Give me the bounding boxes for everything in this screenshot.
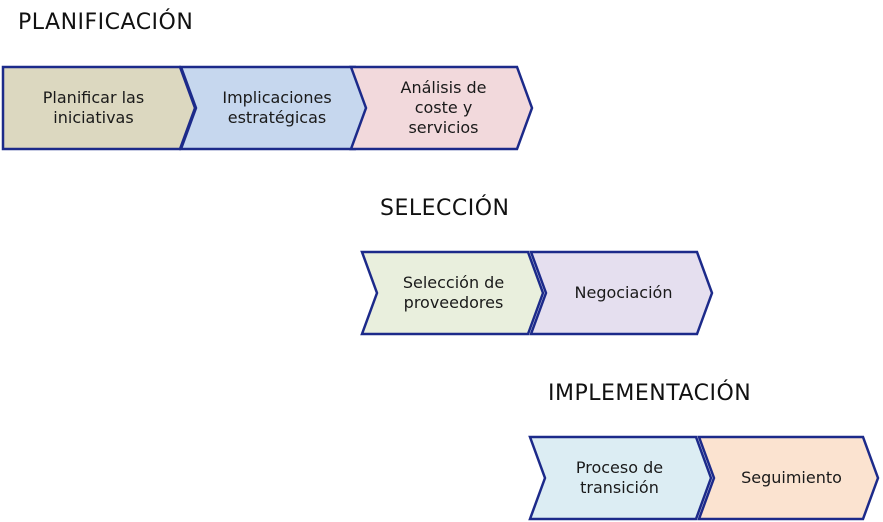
- step-analisis-coste-servicios: Análisis de coste y servicios: [349, 65, 535, 151]
- step-label: Implicaciones estratégicas: [222, 88, 332, 127]
- phase-heading-implementacion: IMPLEMENTACIÓN: [548, 381, 752, 406]
- step-label: Seguimiento: [741, 468, 842, 487]
- chevron-shape: [529, 250, 714, 336]
- step-seguimiento: Seguimiento: [697, 435, 881, 521]
- chevron-shape: [697, 435, 880, 521]
- step-label: Planificar las iniciativas: [42, 88, 145, 127]
- chevron-shape: [528, 435, 713, 521]
- step-label: Negociación: [574, 283, 673, 302]
- step-label: Selección de proveedores: [402, 273, 505, 312]
- step-implicaciones-estrategicas: Implicaciones estratégicas: [179, 65, 372, 151]
- chevron-shape: [360, 250, 545, 336]
- step-planificar-iniciativas: Planificar las iniciativas: [1, 65, 197, 151]
- step-seleccion-proveedores: Selección de proveedores: [360, 250, 546, 336]
- step-label: Proceso de transición: [575, 458, 664, 497]
- chevron-shape: [349, 65, 534, 151]
- step-negociacion: Negociación: [529, 250, 715, 336]
- phase-heading-planificacion: PLANIFICACIÓN: [18, 10, 194, 35]
- step-label: Análisis de coste y servicios: [400, 78, 487, 137]
- step-proceso-transicion: Proceso de transición: [528, 435, 714, 521]
- phase-heading-seleccion: SELECCIÓN: [380, 196, 510, 221]
